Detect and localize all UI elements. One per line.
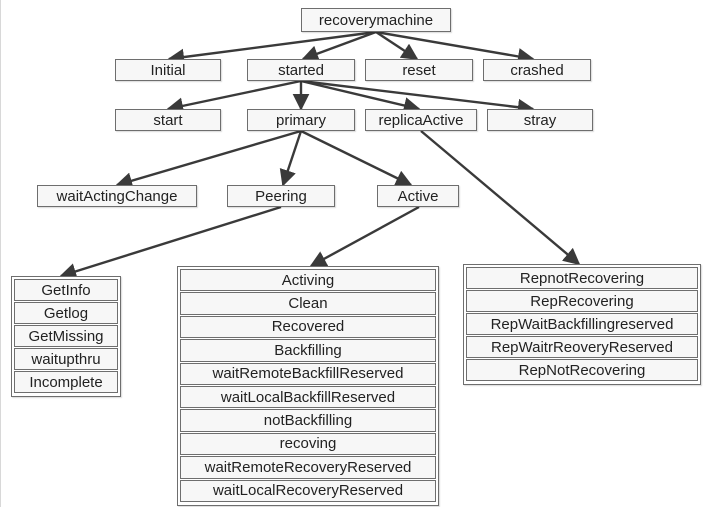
edge-primary-active (300, 129, 413, 187)
node-active: Active (377, 185, 459, 207)
replica-state-item: RepnotRecovering (466, 267, 698, 289)
active-state-item: Backfilling (180, 339, 436, 362)
active-state-item: recoving (180, 432, 436, 456)
node-reset: reset (365, 59, 473, 81)
active-state-item: waitLocalBackfillReserved (180, 385, 436, 409)
active-state-list: Activing Clean Recovered Backfilling wai… (177, 266, 439, 506)
peering-state-item: waitupthru (14, 348, 118, 370)
peering-state-item: Getlog (14, 302, 118, 324)
active-state-item: notBackfilling (180, 409, 436, 432)
active-state-item: Clean (180, 292, 436, 315)
node-wait-acting-change: waitActingChange (37, 185, 197, 207)
edge-started-stray (300, 79, 535, 116)
active-state-item: Recovered (180, 315, 436, 339)
edge-primary-peering (279, 130, 303, 187)
edge-peering-list (59, 205, 282, 280)
peering-state-item: Incomplete (14, 371, 118, 393)
node-recoverymachine: recoverymachine (301, 8, 451, 32)
peering-state-item: GetMissing (14, 325, 118, 347)
node-replica-active: replicaActive (365, 109, 477, 131)
edge-replica-list (420, 130, 581, 266)
edge-root-reset (375, 30, 419, 61)
node-started: started (247, 59, 355, 81)
node-start: start (115, 109, 221, 131)
replica-state-item: RepNotRecovering (466, 359, 698, 381)
peering-state-item: GetInfo (14, 279, 118, 301)
node-stray: stray (487, 109, 593, 131)
node-initial: Initial (115, 59, 221, 81)
node-primary: primary (247, 109, 355, 131)
edge-started-replica (300, 79, 421, 114)
replica-state-item: RepWaitBackfillingreserved (466, 313, 698, 335)
replica-state-item: RepRecovering (466, 290, 698, 312)
active-state-item: Activing (180, 269, 436, 292)
edge-root-initial (167, 30, 377, 66)
edge-active-list (309, 205, 420, 268)
active-state-item: waitRemoteRecoveryReserved (180, 456, 436, 479)
peering-state-list: GetInfo Getlog GetMissing waitupthru Inc… (11, 276, 121, 397)
active-state-item: waitRemoteBackfillReserved (180, 362, 436, 385)
edge-root-crashed (375, 30, 535, 65)
edge-root-started (301, 30, 377, 62)
edge-primary-wait (115, 129, 302, 189)
node-crashed: crashed (483, 59, 591, 81)
replica-state-item: RepWaitrReoveryReserved (466, 336, 698, 358)
active-state-item: waitLocalRecoveryReserved (180, 479, 436, 502)
edge-started-start (166, 79, 302, 115)
replica-state-list: RepnotRecovering RepRecovering RepWaitBa… (463, 264, 701, 385)
node-peering: Peering (227, 185, 335, 207)
